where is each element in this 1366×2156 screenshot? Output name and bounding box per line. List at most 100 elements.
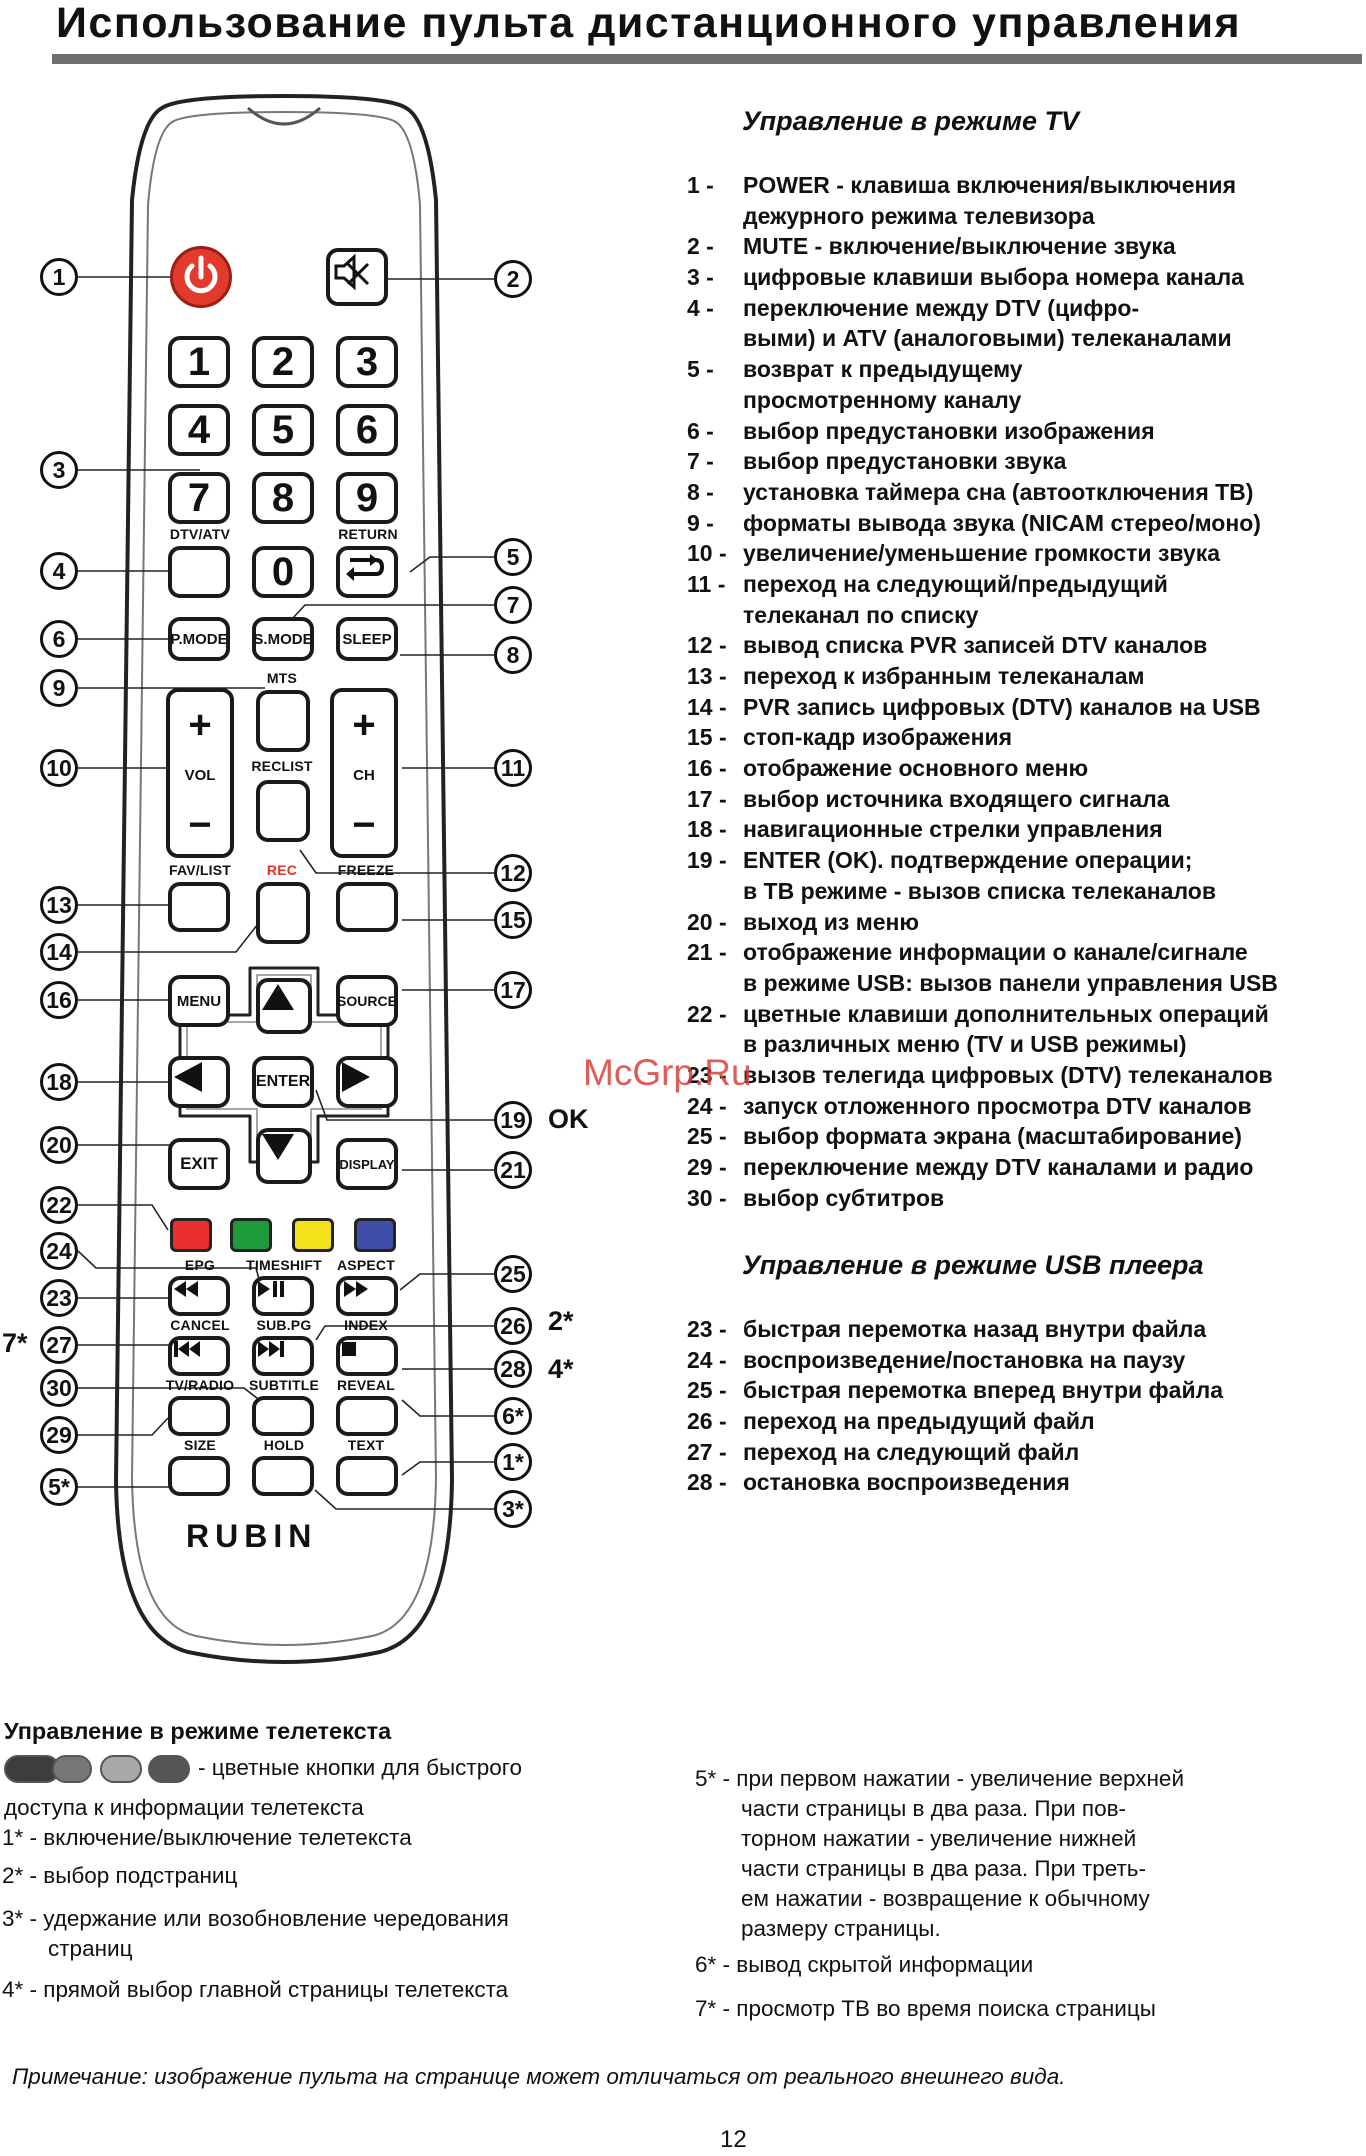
green-key[interactable] [230, 1218, 272, 1252]
digit-4-button[interactable]: 4 [168, 404, 230, 456]
usb-item-text: воспроизведение/постановка на паузу [743, 1346, 1186, 1373]
usb-item-text: быстрая перемотка назад внутри файла [743, 1316, 1207, 1342]
source-button[interactable]: SOURCE [336, 975, 398, 1027]
digit-0-button[interactable]: 0 [252, 546, 314, 598]
tv-radio-button[interactable] [168, 1396, 230, 1436]
arrow-left-button[interactable] [168, 1056, 230, 1108]
usb-item-number: 25 - [687, 1377, 727, 1404]
fav-list-label: FAV/LIST [168, 862, 232, 878]
mts-button[interactable] [256, 690, 310, 752]
fav-list-button[interactable] [168, 882, 230, 932]
display-button[interactable]: DISPLAY [336, 1138, 398, 1190]
red-key[interactable] [170, 1218, 212, 1252]
callout-26: 26 [494, 1307, 532, 1345]
exit-button[interactable]: EXIT [168, 1138, 230, 1190]
play-pause-button[interactable] [252, 1276, 314, 1316]
reveal-button[interactable] [336, 1396, 398, 1436]
tv-radio-label: TV/RADIO [165, 1377, 235, 1393]
page-title: Использование пульта дистанционного упра… [56, 0, 1242, 47]
epg-label: EPG [184, 1257, 216, 1273]
channel-down-icon[interactable]: − [352, 803, 376, 847]
page-number: 12 [720, 2126, 747, 2153]
usb-item-text: переход на предыдущий файл [743, 1408, 1095, 1435]
return-button[interactable] [336, 546, 398, 598]
usb-item-number: 23 - [687, 1316, 727, 1342]
arrow-down-icon [262, 1134, 294, 1160]
teletext-line-4: 4* - прямой выбор главной страницы телет… [2, 1977, 509, 2002]
blue-key[interactable] [354, 1218, 396, 1252]
stop-button[interactable] [336, 1336, 398, 1376]
yellow-key[interactable] [292, 1218, 334, 1252]
teletext-line-2: 2* - выбор подстраниц [2, 1863, 238, 1888]
stop-icon [342, 1342, 356, 1356]
pmode-button[interactable]: P.MODE [168, 617, 230, 661]
callout-6-star: 6* [494, 1397, 532, 1435]
rewind-button[interactable] [168, 1276, 230, 1316]
rec-label: REC [266, 862, 298, 878]
tv-item-number: 30 - [687, 1184, 727, 1211]
digit-2-button[interactable]: 2 [252, 336, 314, 388]
tv-item-text: телеканал по списку [743, 601, 979, 628]
enter-button[interactable]: ENTER [252, 1056, 314, 1108]
title-underline [52, 54, 1362, 64]
tv-item-text: навигационные стрелки управления [743, 816, 1163, 843]
sleep-button[interactable]: SLEEP [336, 617, 398, 661]
subtitle-button[interactable] [252, 1396, 314, 1436]
callout-15: 15 [494, 901, 532, 939]
smode-button[interactable]: S.MODE [252, 617, 314, 661]
tv-item-number: 17 - [687, 785, 727, 812]
volume-up-icon[interactable]: + [188, 703, 212, 747]
ext-label-ok: OK [548, 1104, 589, 1134]
digit-8-button[interactable]: 8 [252, 472, 314, 524]
previous-file-button[interactable] [168, 1336, 230, 1376]
teletext-color-line: - цветные кнопки для быстрого [198, 1755, 522, 1780]
callout-9: 9 [40, 669, 78, 707]
arrow-down-button[interactable] [256, 1128, 312, 1184]
rec-button[interactable] [256, 882, 310, 944]
callout-4: 4 [40, 552, 78, 590]
skip-forward-icon [258, 1341, 284, 1357]
digit-6-button[interactable]: 6 [336, 404, 398, 456]
hold-label: HOLD [263, 1437, 305, 1453]
fast-forward-button[interactable] [336, 1276, 398, 1316]
power-button[interactable] [170, 246, 232, 308]
channel-up-icon[interactable]: + [352, 703, 376, 747]
usb-item-text: переход на следующий файл [743, 1438, 1080, 1465]
arrow-right-button[interactable] [336, 1056, 398, 1108]
channel-rocker[interactable]: + CH − [330, 688, 398, 858]
dtv-atv-button[interactable] [168, 546, 230, 598]
teletext-right-7: 6* - вывод скрытой информации [695, 1952, 1034, 1977]
tv-item-text: выбор предустановки звука [743, 448, 1067, 475]
skip-back-icon [174, 1341, 200, 1357]
hold-button[interactable] [252, 1456, 314, 1496]
next-file-button[interactable] [252, 1336, 314, 1376]
tv-item-number: 7 - [687, 448, 714, 475]
size-button[interactable] [168, 1456, 230, 1496]
reclist-button[interactable] [256, 780, 310, 842]
text-button[interactable] [336, 1456, 398, 1496]
digit-7-button[interactable]: 7 [168, 472, 230, 524]
tv-item-text: установка таймера сна (автоотключения ТВ… [743, 478, 1254, 505]
digit-3-button[interactable]: 3 [336, 336, 398, 388]
arrow-up-button[interactable] [256, 978, 312, 1034]
digit-1-button[interactable]: 1 [168, 336, 230, 388]
watermark: McGrp.Ru [583, 1052, 752, 1093]
tv-item-text: форматы вывода звука (NICAM стерео/моно) [743, 509, 1261, 536]
tv-item-number: 11 - [687, 570, 726, 597]
power-icon [184, 255, 218, 294]
menu-button[interactable]: MENU [168, 975, 230, 1027]
freeze-button[interactable] [336, 882, 398, 932]
tv-item-number: 19 - [687, 847, 727, 874]
teletext-right-2: части страницы в два раза. При пов- [741, 1796, 1127, 1821]
tv-item-number: 24 - [687, 1092, 727, 1119]
digit-5-button[interactable]: 5 [252, 404, 314, 456]
volume-down-icon[interactable]: − [188, 803, 212, 847]
mute-button[interactable] [326, 248, 388, 306]
tv-item-number: 20 - [687, 908, 727, 935]
tv-item-number: 10 - [687, 540, 727, 567]
digit-9-button[interactable]: 9 [336, 472, 398, 524]
callout-12: 12 [494, 854, 532, 892]
volume-label: VOL [184, 766, 216, 784]
teletext-color-key-2 [52, 1755, 92, 1783]
volume-rocker[interactable]: + VOL − [166, 688, 234, 858]
